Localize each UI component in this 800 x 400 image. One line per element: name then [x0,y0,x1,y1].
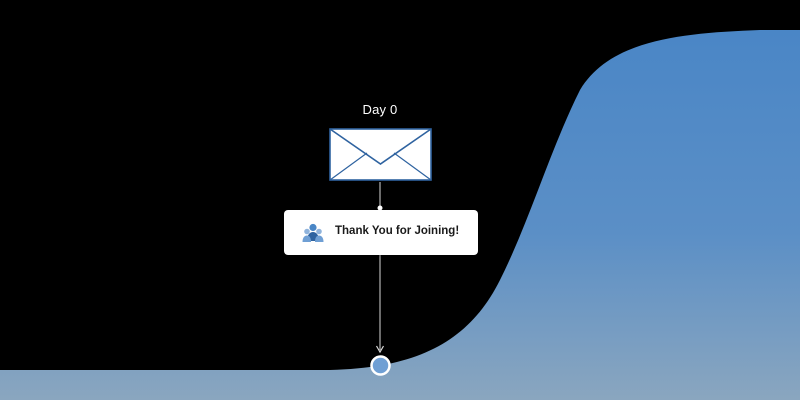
arrow-head-icon [375,345,385,354]
connector-dot [377,205,383,211]
day-label: Day 0 [362,102,398,117]
circle-node-icon[interactable] [370,355,391,376]
people-group-icon [302,223,324,242]
wave-shape [0,30,800,400]
envelope-icon[interactable] [329,128,432,181]
email-step-card[interactable]: Thank You for Joining! [284,210,478,255]
card-title: Thank You for Joining! [335,225,460,237]
